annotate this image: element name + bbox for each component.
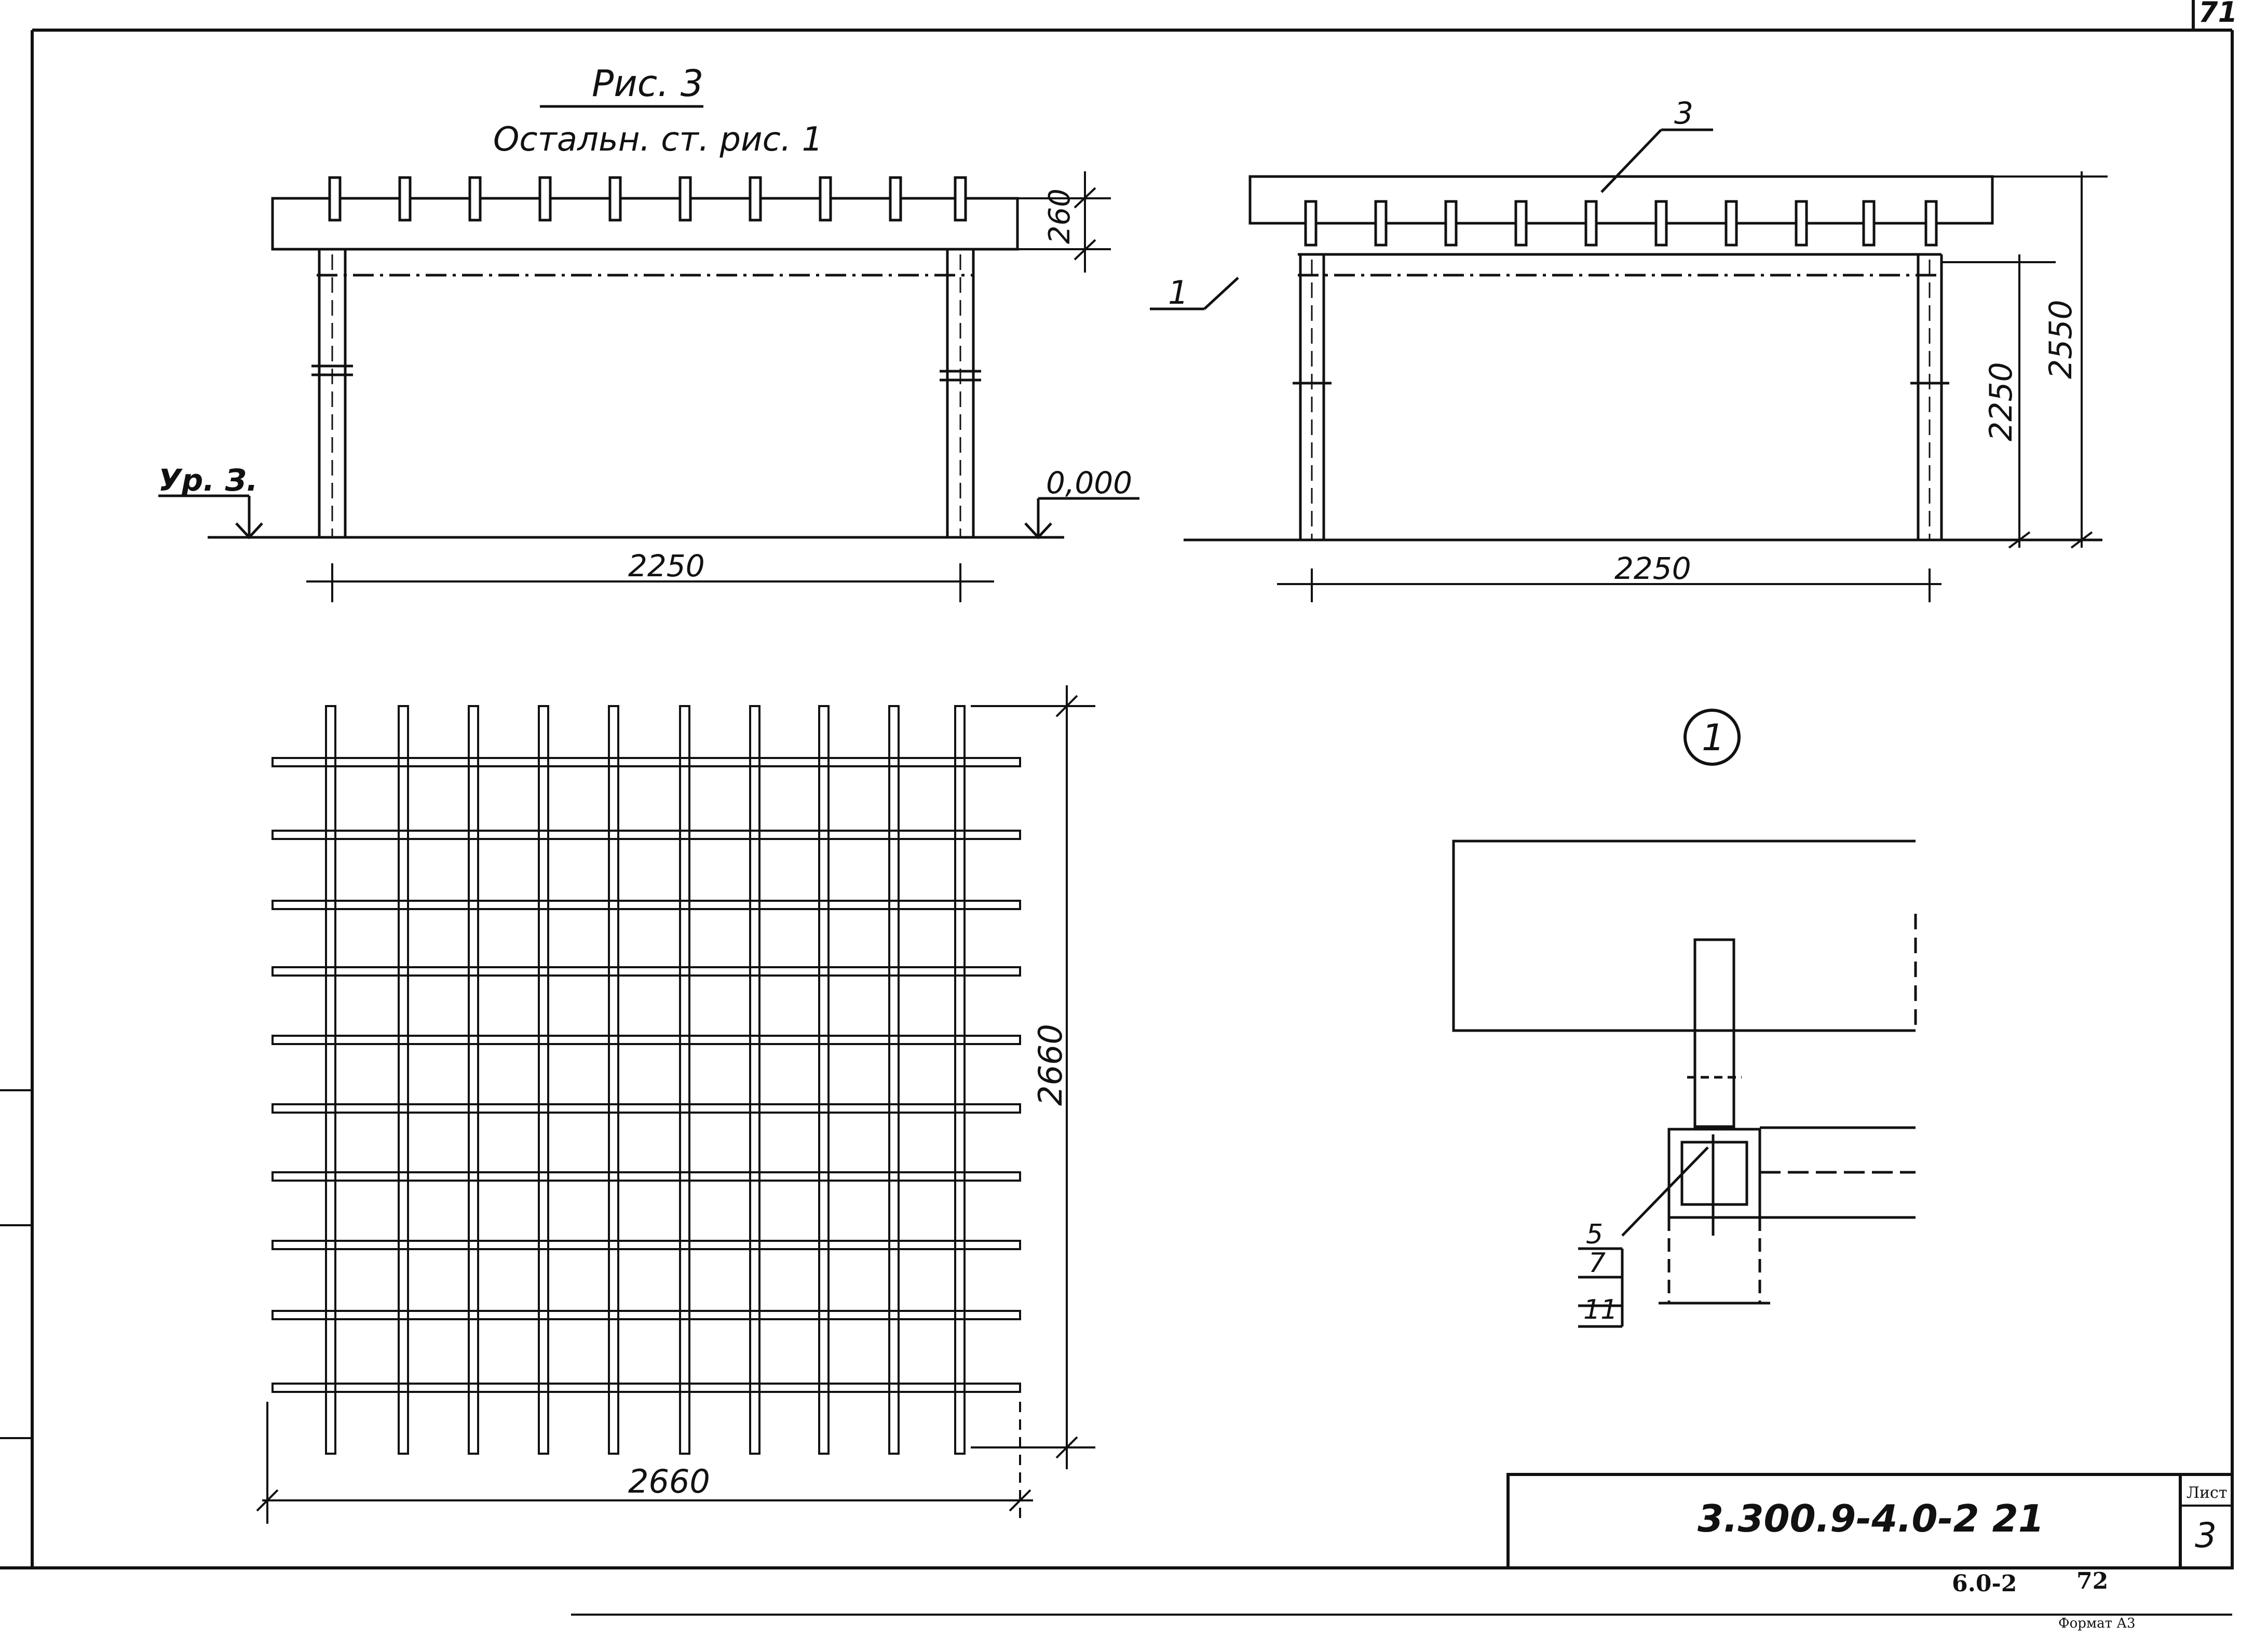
side-view: 3 1 2250 2250 2550 <box>1150 96 2108 602</box>
detail-callout-7: 7 <box>1588 1248 1606 1279</box>
side-width-dim: 2250 <box>1614 551 1691 586</box>
front-slab <box>271 197 1019 251</box>
figure-title: Рис. 3 <box>592 62 703 105</box>
detail-callout-5: 5 <box>1586 1219 1603 1250</box>
front-view: 260 2250 Ур. З. 0,000 <box>158 171 1139 602</box>
plan-horizontal-bars <box>271 757 1021 1393</box>
side-callout-3: 3 <box>1674 96 1693 131</box>
detail-marker-number: 1 <box>1702 716 1725 759</box>
side-inner-height-dim: 2250 <box>1983 362 2019 441</box>
side-slab <box>1248 175 1994 225</box>
sheet-label: Лист <box>2187 1484 2227 1502</box>
side-total-height-dim: 2550 <box>2043 300 2079 379</box>
plan-width-dim: 2660 <box>628 1463 710 1500</box>
side-bars <box>1304 200 1938 247</box>
footer-number: 72 <box>2076 1568 2108 1594</box>
level-label: Ур. З. <box>158 463 258 498</box>
detail-marker-circle <box>1683 709 1741 766</box>
plan-vertical-bars <box>325 705 966 1455</box>
detail-1: 1 5 7 11 <box>1452 709 1917 1328</box>
front-width-dim: 2250 <box>628 548 705 584</box>
side-callout-1: 1 <box>1168 274 1188 312</box>
format-label: Формат А3 <box>2058 1616 2135 1631</box>
footer-series: 6.0-2 <box>1952 1570 2017 1597</box>
figure-subtitle: Остальн. ст. рис. 1 <box>493 120 823 159</box>
page-number: 71 <box>2198 0 2237 29</box>
sheet-number: 3 <box>2195 1515 2217 1555</box>
title-block <box>1506 1473 2234 1569</box>
detail-post <box>1693 938 1735 1128</box>
front-bars <box>328 176 967 222</box>
detail-callout-11: 11 <box>1583 1294 1618 1325</box>
drawing-code: 3.300.9-4.0-2 21 <box>1698 1497 2044 1540</box>
level-value: 0,000 <box>1046 465 1132 500</box>
front-height-dim: 260 <box>1043 188 1077 244</box>
plan-height-dim: 2660 <box>1031 1024 1069 1106</box>
detail-slab <box>1452 839 1916 1032</box>
plan-view: 2660 2660 <box>256 685 1095 1524</box>
